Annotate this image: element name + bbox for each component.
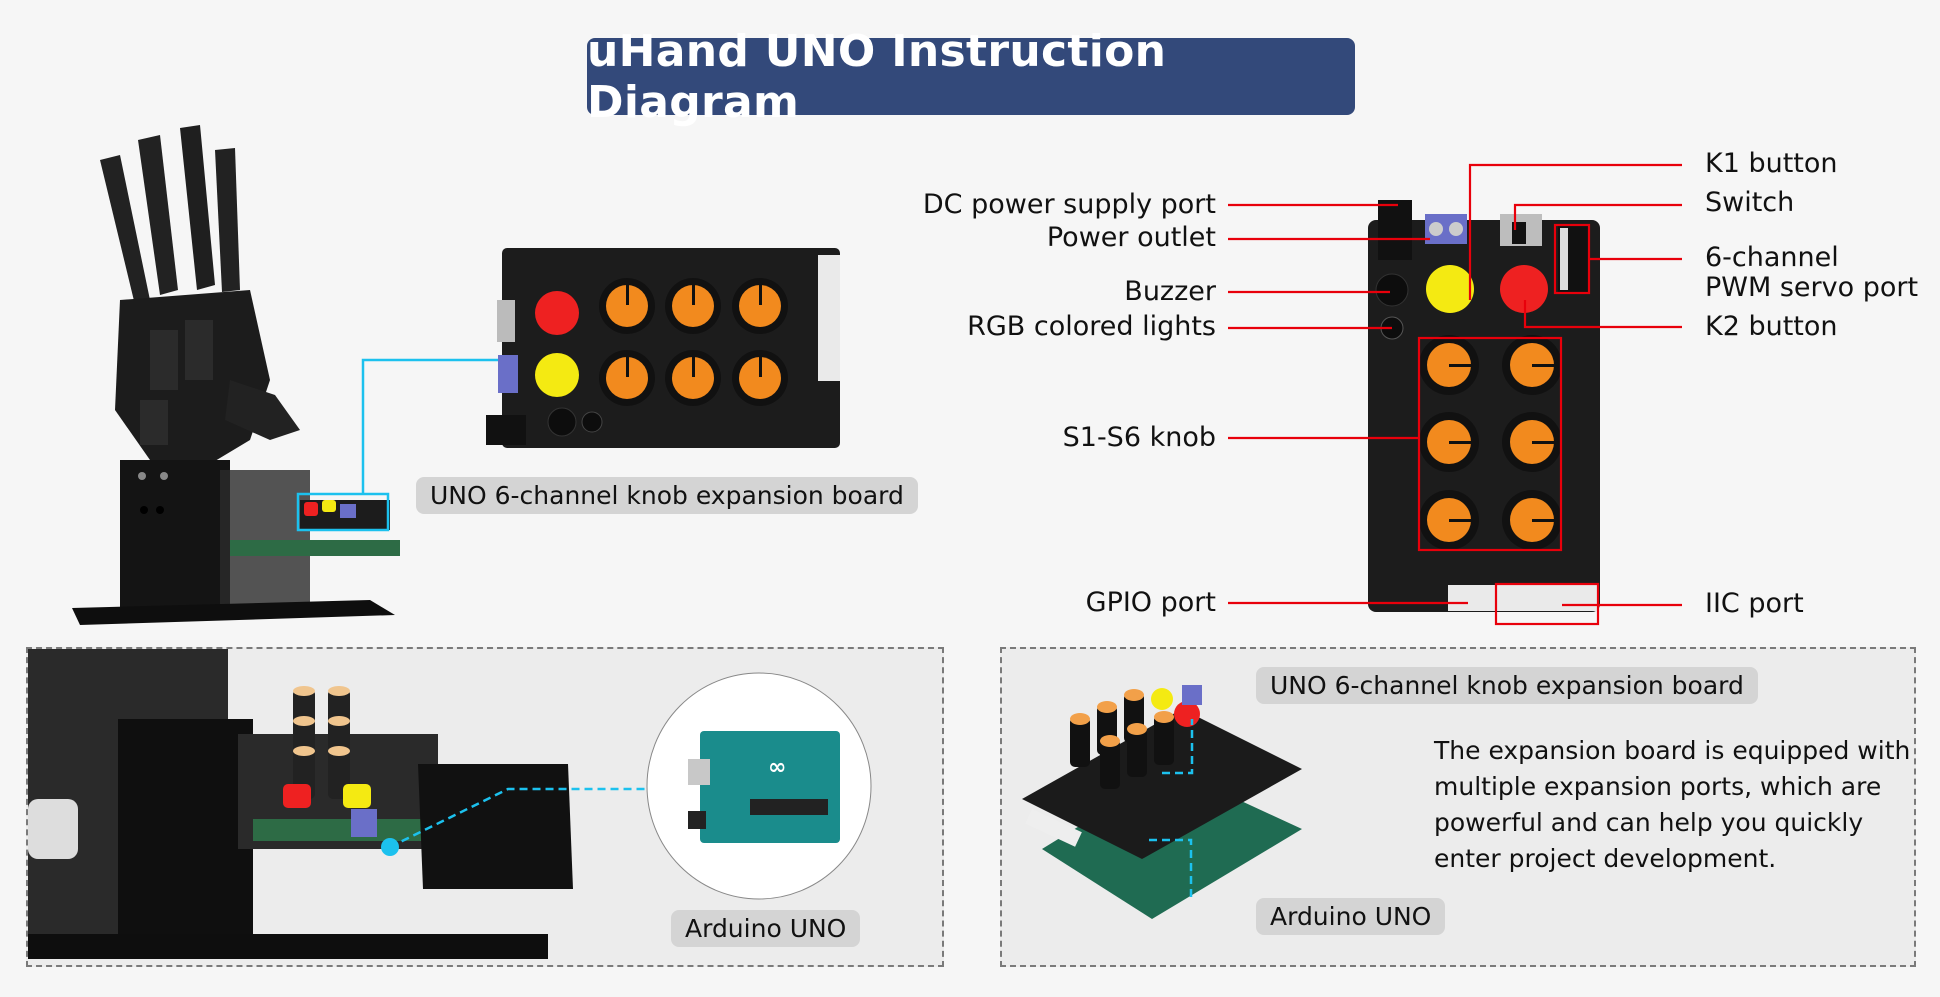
knobs-bottom-row xyxy=(599,350,788,406)
callout-k2-button: K2 button xyxy=(1705,311,1838,342)
knobs-top-row xyxy=(599,278,788,334)
expansion-board-vertical-view xyxy=(1368,200,1600,612)
expansion-board-top-view xyxy=(486,248,840,448)
callout-power-outlet: Power outlet xyxy=(1046,222,1216,253)
description-line: powerful and can help you quickly xyxy=(1434,808,1864,837)
callout-pwm-servo-port-line2: PWM servo port xyxy=(1705,272,1919,303)
description-line: The expansion board is equipped with xyxy=(1434,736,1911,765)
callout-iic-port: IIC port xyxy=(1705,588,1804,619)
description-line: enter project development. xyxy=(1434,844,1777,873)
callout-gpio-port: GPIO port xyxy=(1085,587,1216,618)
stacked-boards-illustration xyxy=(1022,685,1302,919)
bottom-left-panel: ∞ xyxy=(26,647,944,967)
expansion-board-tag-bottom: UNO 6-channel knob expansion board xyxy=(1256,667,1758,704)
callout-dc-power-supply-port: DC power supply port xyxy=(922,189,1216,220)
callout-lines xyxy=(1228,163,1682,626)
callout-knobs: S1-S6 knob xyxy=(1062,422,1216,453)
description-line: multiple expansion ports, which are xyxy=(1434,772,1882,801)
expansion-board-tag: UNO 6-channel knob expansion board xyxy=(416,477,918,514)
expansion-board-description: The expansion board is equipped with mul… xyxy=(1434,733,1910,877)
knobs-grid xyxy=(1419,335,1562,550)
arduino-uno-tag-left: Arduino UNO xyxy=(671,910,861,947)
assembly-illustration: ∞ xyxy=(28,649,872,959)
callout-k1-button: K1 button xyxy=(1705,148,1838,179)
connector-line xyxy=(361,358,502,494)
arduino-uno-tag-bottom: Arduino UNO xyxy=(1256,898,1446,935)
callout-switch: Switch xyxy=(1705,187,1795,218)
svg-text:∞: ∞ xyxy=(768,755,786,780)
callout-rgb-lights: RGB colored lights xyxy=(967,311,1216,342)
callout-buzzer: Buzzer xyxy=(1124,276,1216,307)
robotic-hand-illustration xyxy=(72,125,400,625)
callout-pwm-servo-port-line1: 6-channel xyxy=(1705,242,1839,273)
